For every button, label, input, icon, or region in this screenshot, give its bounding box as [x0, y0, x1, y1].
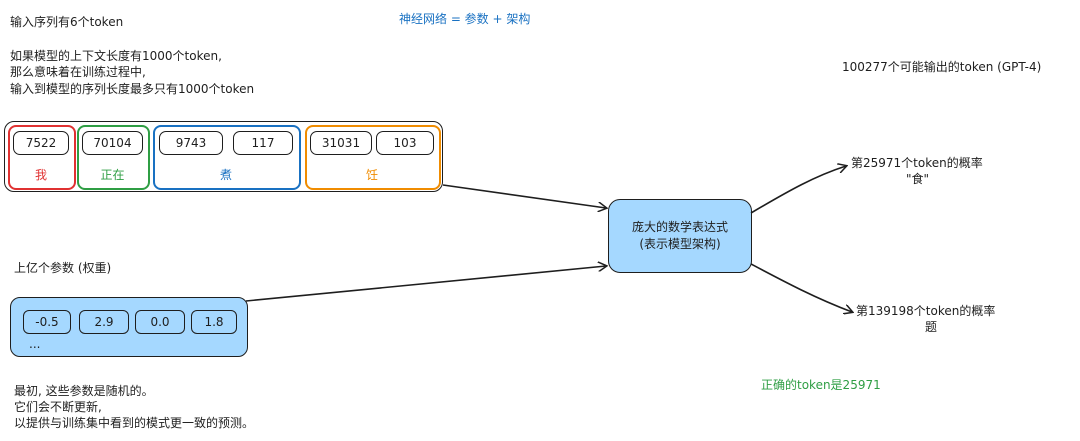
- token-id-70104: 70104: [82, 131, 143, 155]
- correct-token-note: 正确的token是25971: [761, 378, 881, 392]
- arrow-model-to-output-2: [750, 263, 852, 312]
- param-value: 0.0: [135, 310, 185, 334]
- token-id-31031: 31031: [310, 131, 372, 155]
- arrow-tokens-to-model: [442, 184, 606, 208]
- model-box-line-2: (表示模型架构): [639, 237, 721, 251]
- explanation-line-2: 它们会不断更新,: [14, 400, 102, 414]
- token-group-zhengzai: [77, 125, 150, 190]
- token-id-7522: 7522: [13, 131, 69, 155]
- token-group-zhu: [153, 125, 301, 190]
- intro-line-1: 输入序列有6个token: [10, 15, 124, 29]
- intro-line-2: 如果模型的上下文长度有1000个token,: [10, 49, 222, 63]
- param-value: 2.9: [79, 310, 129, 334]
- token-group-wo: [8, 125, 76, 190]
- vocab-note: 100277个可能输出的token (GPT-4): [842, 60, 1042, 74]
- params-label: 上亿个参数 (权重): [14, 261, 112, 275]
- output-prob-1-line-2: "食": [906, 172, 930, 186]
- model-box-line-1: 庞大的数学表达式: [631, 220, 728, 234]
- output-prob-2-line-1: 第139198个token的概率: [856, 304, 996, 318]
- explanation-line-1: 最初, 这些参数是随机的。: [14, 384, 154, 398]
- output-prob-2-line-2: 题: [925, 320, 938, 334]
- parameters-box: -0.5 2.9 0.0 1.8 ...: [10, 297, 248, 357]
- token-char-ren: 饪: [365, 168, 378, 182]
- output-prob-1-line-1: 第25971个token的概率: [851, 156, 983, 170]
- token-char-zhengzai: 正在: [100, 168, 125, 182]
- arrow-model-to-output-1: [750, 166, 846, 214]
- token-id-103: 103: [376, 131, 434, 155]
- intro-line-4: 输入到模型的序列长度最多只有1000个token: [10, 82, 255, 96]
- token-char-zhu: 煮: [219, 168, 232, 182]
- param-value: -0.5: [23, 310, 71, 334]
- params-ellipsis: ...: [29, 337, 41, 351]
- token-id-9743: 9743: [159, 131, 223, 155]
- explanation-line-3: 以提供与训练集中看到的模式更一致的预测。: [14, 416, 255, 430]
- intro-line-3: 那么意味着在训练过程中,: [10, 65, 146, 79]
- token-id-117: 117: [233, 131, 293, 155]
- token-group-ren: [305, 125, 441, 190]
- diagram-title: 神经网络 = 参数 + 架构: [399, 12, 531, 26]
- arrow-params-to-model: [245, 266, 606, 302]
- model-expression-box: 庞大的数学表达式 (表示模型架构): [608, 199, 752, 273]
- param-value: 1.8: [191, 310, 237, 334]
- token-char-wo: 我: [34, 168, 47, 182]
